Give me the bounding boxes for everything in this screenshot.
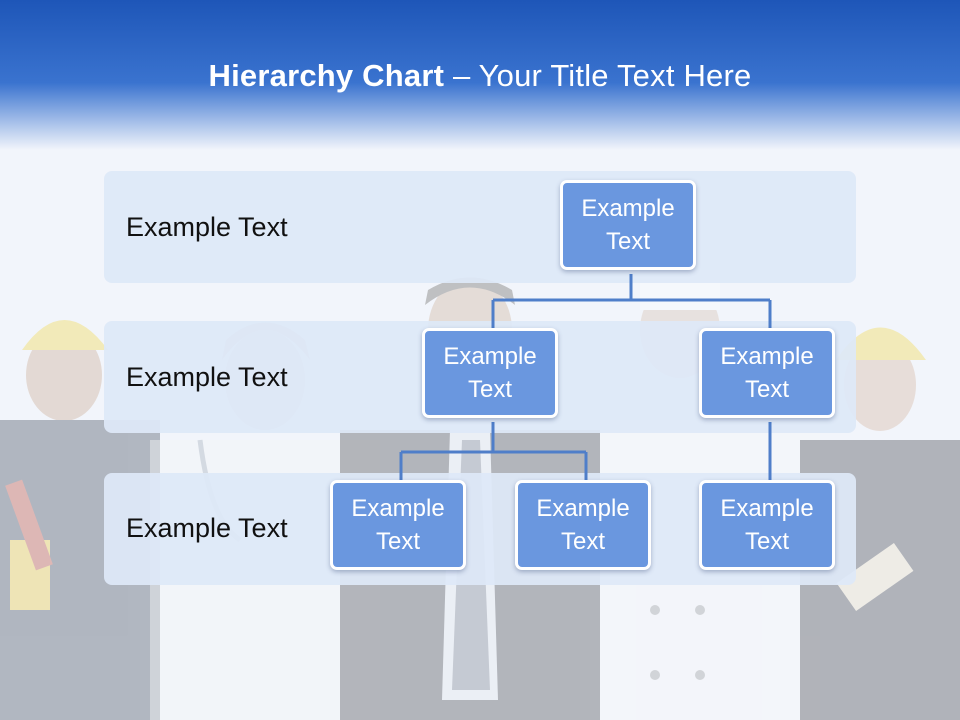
slide-title[interactable]: Hierarchy Chart – Your Title Text Here bbox=[0, 52, 960, 100]
node-level3-a-label: Example Text bbox=[351, 495, 445, 555]
node-level2-left[interactable]: Example Text bbox=[422, 328, 558, 418]
node-level3-c[interactable]: Example Text bbox=[699, 480, 835, 570]
node-level3-b[interactable]: Example Text bbox=[515, 480, 651, 570]
title-rest: – Your Title Text Here bbox=[444, 58, 752, 93]
node-root[interactable]: Example Text bbox=[560, 180, 696, 270]
node-level2-left-label: Example Text bbox=[443, 343, 537, 403]
node-level2-right[interactable]: Example Text bbox=[699, 328, 835, 418]
title-bold: Hierarchy Chart bbox=[208, 58, 445, 93]
node-level3-c-label: Example Text bbox=[720, 495, 814, 555]
node-level3-b-label: Example Text bbox=[536, 495, 630, 555]
row-label-3[interactable]: Example Text bbox=[126, 513, 288, 543]
title-bar bbox=[0, 0, 960, 150]
row-label-1[interactable]: Example Text bbox=[126, 212, 288, 242]
node-root-label: Example Text bbox=[581, 195, 675, 255]
node-level2-right-label: Example Text bbox=[720, 343, 814, 403]
row-label-2[interactable]: Example Text bbox=[126, 362, 288, 392]
node-level3-a[interactable]: Example Text bbox=[330, 480, 466, 570]
row-band-1 bbox=[104, 171, 856, 283]
